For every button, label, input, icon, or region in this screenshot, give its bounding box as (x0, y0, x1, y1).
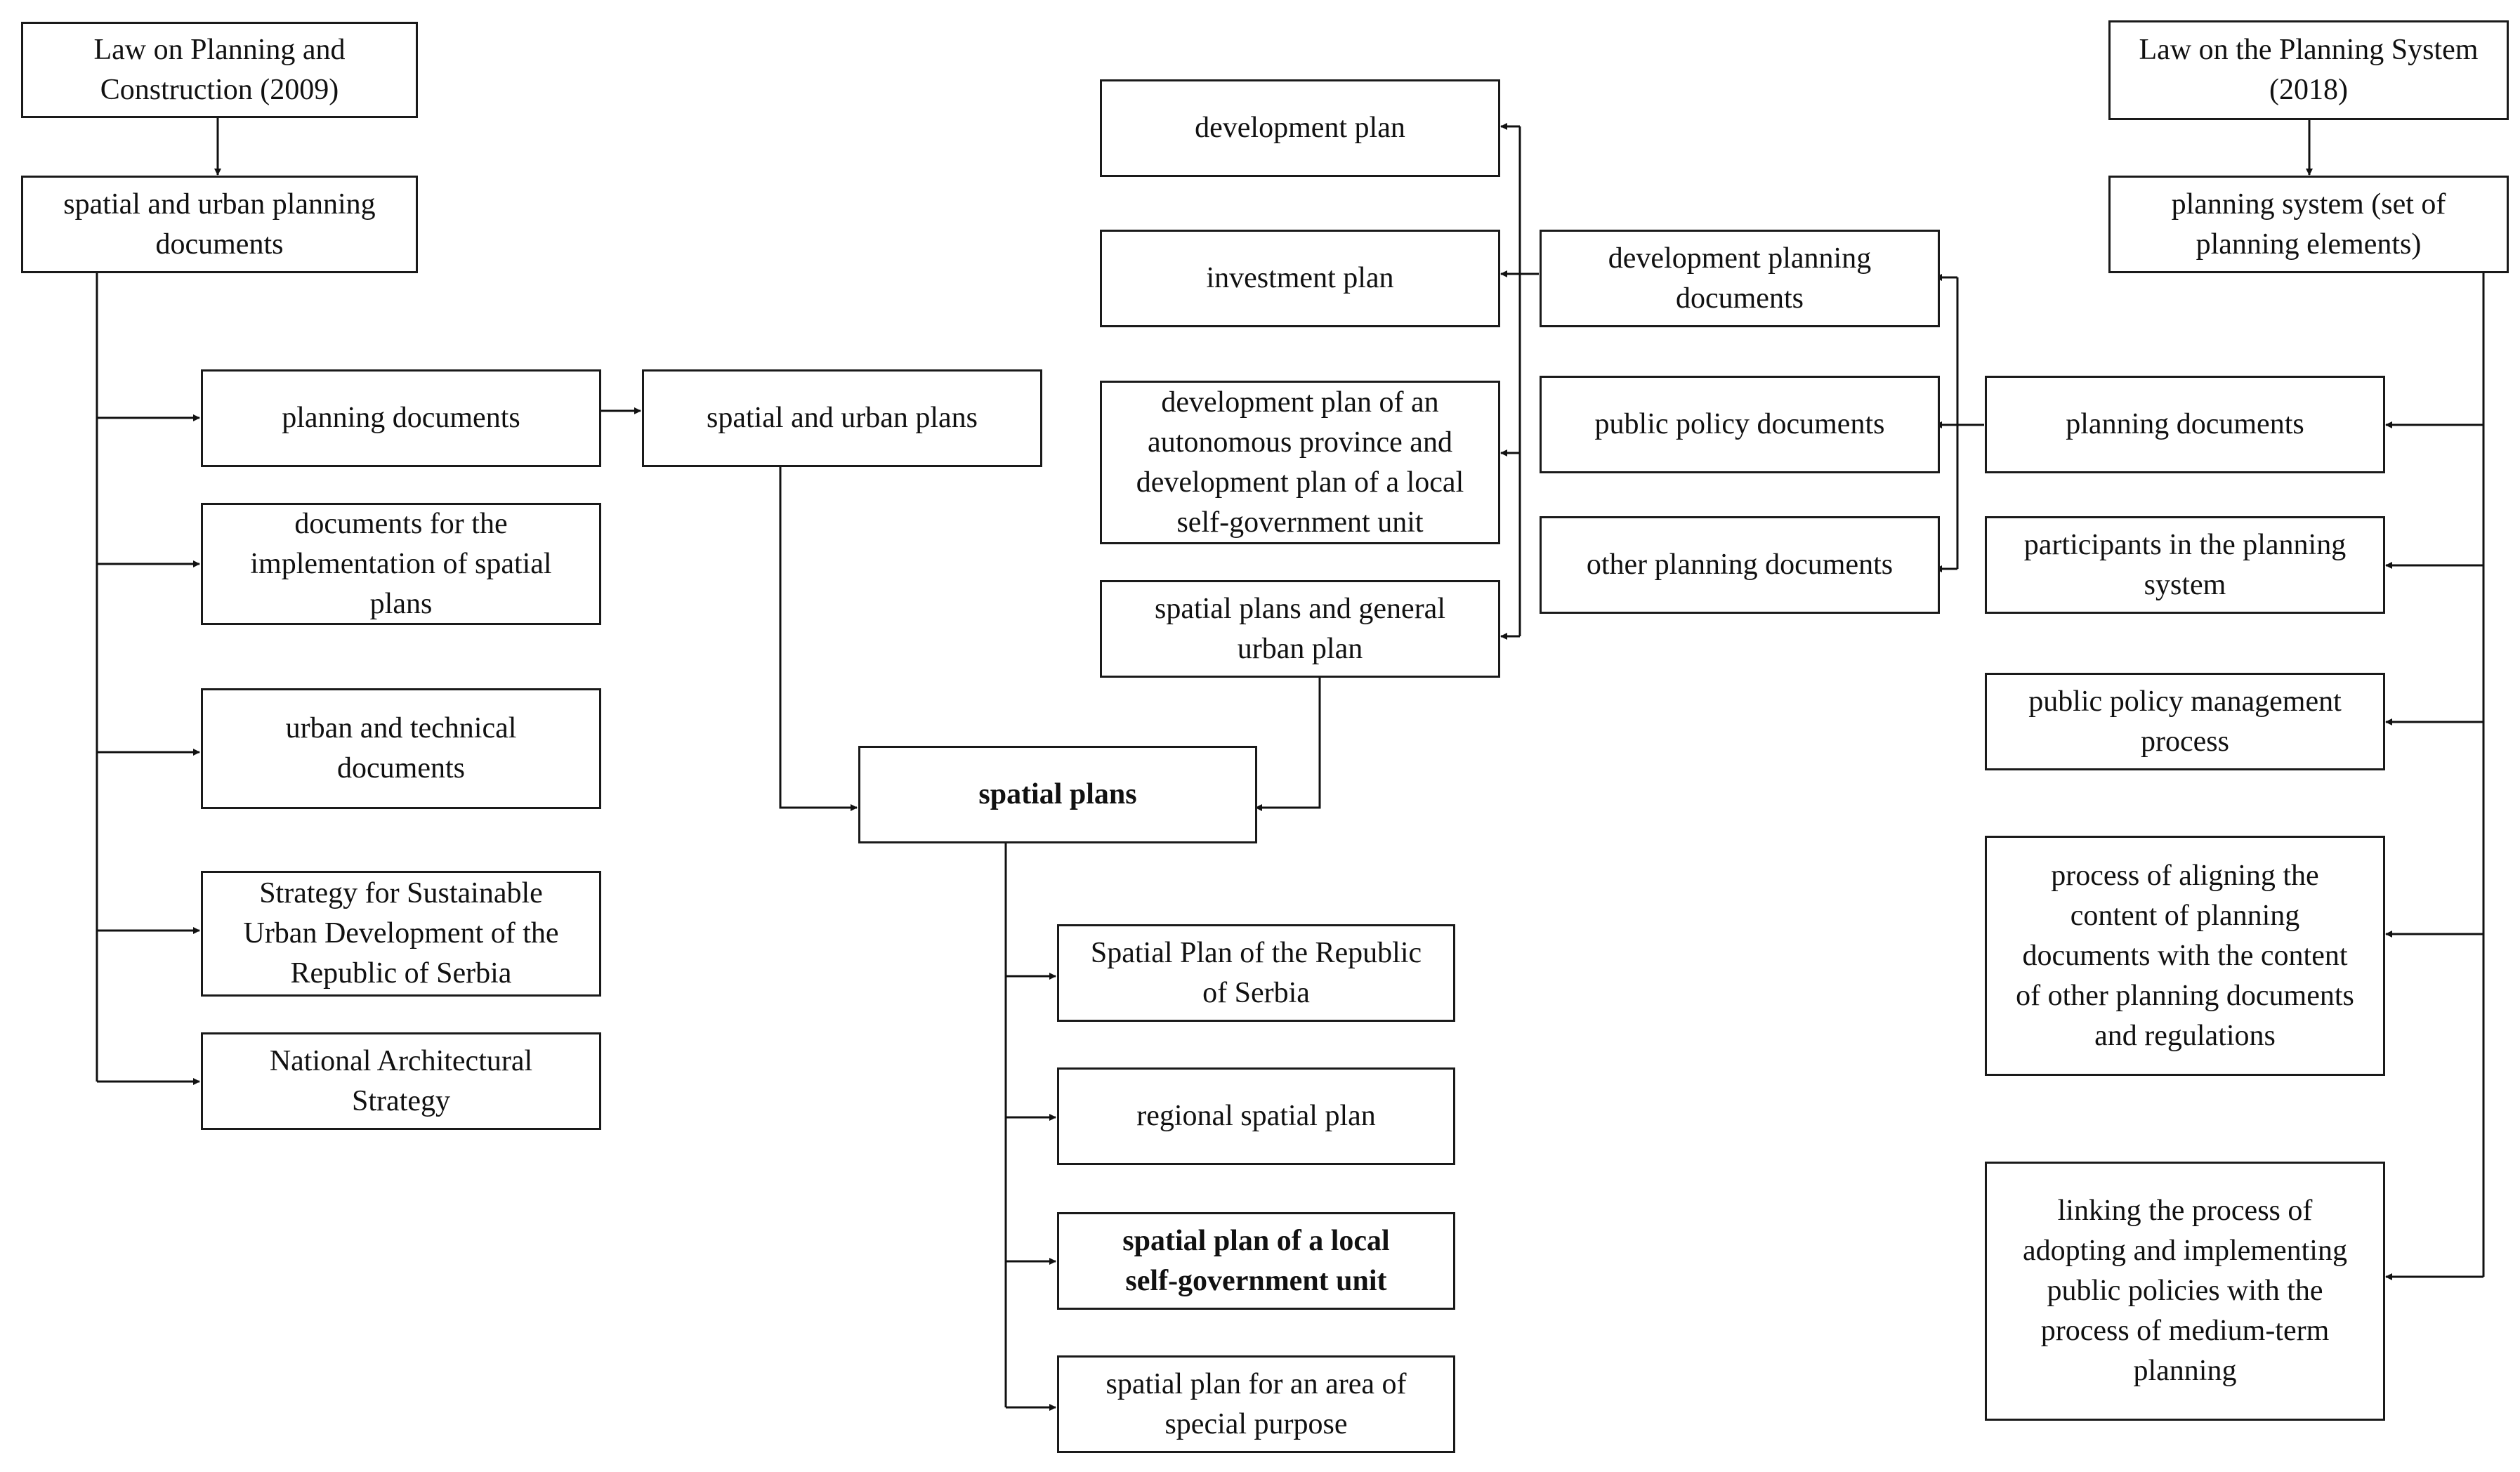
participants-planning-system-box: participants in the planning system (1985, 516, 2385, 614)
investment-plan-box: investment plan (1100, 230, 1500, 327)
regional-spatial-plan-box: regional spatial plan (1057, 1067, 1455, 1165)
connector-general-plan-to-spatial-plans (1255, 678, 1321, 811)
linking-process-box: linking the process of adopting and impl… (1985, 1162, 2385, 1421)
spatial-plan-local-unit-box: spatial plan of a local self-government … (1057, 1212, 1455, 1310)
spatial-plan-republic-box: Spatial Plan of the Republic of Serbia (1057, 924, 1455, 1022)
national-architectural-strategy-box: National Architectural Strategy (201, 1032, 601, 1130)
spatial-plan-special-purpose-box: spatial plan for an area of special purp… (1057, 1355, 1455, 1453)
development-plan-province-local-box: development plan of an autonomous provin… (1100, 381, 1500, 544)
spatial-plans-box: spatial plans (858, 746, 1257, 843)
planning-system-box: planning system (set of planning element… (2108, 176, 2509, 273)
aligning-process-box: process of aligning the content of plann… (1985, 836, 2385, 1076)
left-planning-documents-box: planning documents (201, 369, 601, 467)
implementation-documents-box: documents for the implementation of spat… (201, 503, 601, 625)
other-planning-documents-box: other planning documents (1540, 516, 1940, 614)
public-policy-documents-box: public policy documents (1540, 376, 1940, 473)
public-policy-management-process-box: public policy management process (1985, 673, 2385, 770)
law-planning-system-2018-box: Law on the Planning System (2018) (2108, 20, 2509, 120)
spatial-plans-general-urban-plan-box: spatial plans and general urban plan (1100, 580, 1500, 678)
connector-su-plans-to-spatial-plans (779, 467, 858, 811)
sustainable-urban-development-strategy-box: Strategy for Sustainable Urban Developme… (201, 871, 601, 997)
spatial-urban-planning-documents-box: spatial and urban planning documents (21, 176, 418, 273)
development-plan-box: development plan (1100, 79, 1500, 177)
urban-technical-documents-box: urban and technical documents (201, 688, 601, 809)
spatial-urban-plans-box: spatial and urban plans (642, 369, 1042, 467)
right-planning-documents-box: planning documents (1985, 376, 2385, 473)
development-planning-documents-box: development planning documents (1540, 230, 1940, 327)
law-planning-construction-2009-box: Law on Planning and Construction (2009) (21, 22, 418, 118)
